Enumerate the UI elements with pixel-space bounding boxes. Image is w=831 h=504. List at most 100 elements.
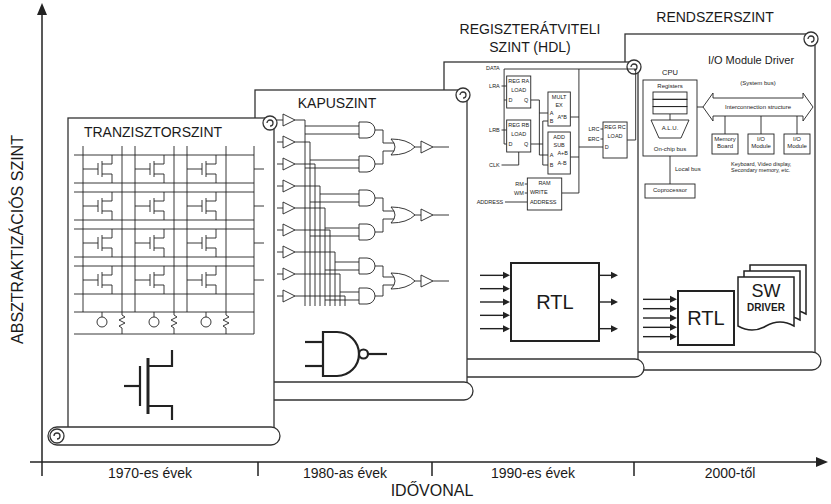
wire	[277, 164, 283, 165]
level-scroll: REGISZTERÁTVITELI SZINT (HDL)RTLDATAREG …	[444, 62, 638, 377]
wire	[277, 208, 283, 209]
label-slot: EX	[548, 102, 570, 108]
system-part-label: On-chip bus	[654, 146, 686, 152]
label-slot: RM	[505, 181, 524, 187]
signal-name: CLK	[489, 162, 500, 168]
era-label: 1980-as évek	[303, 465, 387, 481]
signal-name: A	[550, 152, 554, 158]
and-gate	[359, 122, 375, 138]
wire	[315, 164, 316, 306]
system-part-label: Local bus	[675, 166, 701, 172]
wire	[330, 230, 331, 306]
wire	[480, 288, 505, 289]
wire	[74, 312, 254, 313]
wire	[102, 229, 112, 238]
wire	[305, 341, 323, 343]
wire	[670, 114, 671, 120]
wire	[202, 237, 203, 249]
wire	[305, 134, 359, 135]
rect-part	[424, 359, 644, 377]
arrowhead	[670, 333, 677, 340]
wire	[797, 116, 798, 134]
label-slot: Interconnection structure	[713, 104, 803, 111]
arrowhead	[503, 285, 510, 292]
wire	[83, 280, 98, 281]
wire	[277, 142, 283, 143]
wire	[187, 146, 188, 312]
level-title: KAPUSZINT	[298, 95, 377, 111]
wire	[295, 252, 335, 253]
wire	[150, 274, 151, 286]
rect-part	[48, 427, 280, 445]
wire	[310, 160, 359, 161]
signal-name: MULT	[552, 94, 567, 100]
wire	[187, 280, 202, 281]
and-gate	[359, 288, 375, 304]
wire	[154, 229, 164, 238]
wire	[310, 202, 359, 203]
system-bus-arrow	[703, 93, 813, 121]
level-title-slot: RENDSZERSZINT	[645, 8, 785, 26]
label-slot: LRA	[481, 83, 500, 89]
wire	[375, 151, 395, 164]
wire	[277, 230, 283, 231]
transistor-array	[74, 146, 264, 334]
arrowhead	[503, 325, 510, 332]
label-slot: LRC	[581, 126, 600, 132]
signal-name: A+B	[557, 150, 568, 156]
label-slot: A-B	[557, 160, 570, 166]
label-slot: I/O Module Driver	[699, 54, 803, 67]
wire	[320, 194, 359, 195]
ram-box	[527, 178, 561, 210]
wire	[223, 312, 229, 334]
label-slot: ABSZTRAKTIZÁCIÓS SZINT	[9, 90, 28, 390]
module-box	[712, 134, 738, 154]
wire	[531, 100, 548, 113]
level-title-slot: KAPUSZINT	[277, 94, 397, 112]
era-tick	[633, 462, 635, 476]
wire	[375, 130, 395, 143]
level-title-slot: TRANZISZTORSZINT	[68, 123, 238, 141]
label-slot: Q	[524, 97, 530, 103]
label-slot: ADDRESS	[474, 199, 503, 205]
system-part-label: Interconnection structure	[725, 104, 791, 110]
wire	[310, 236, 359, 237]
wire	[206, 211, 216, 220]
wire	[345, 296, 346, 306]
nand-symbol	[305, 332, 387, 376]
wire	[102, 192, 112, 201]
wire	[670, 156, 671, 184]
buffer-gate	[283, 158, 295, 170]
circle-part	[263, 116, 277, 130]
wire	[187, 206, 202, 207]
wire	[254, 206, 264, 207]
level-title-slot: REGISZTERÁTVITELI SZINT (HDL)	[440, 20, 620, 56]
path-part	[267, 120, 273, 126]
buffer-gate	[421, 209, 433, 221]
label-slot: Q	[524, 141, 530, 147]
wire	[154, 235, 155, 251]
label-slot: RAM	[527, 180, 561, 186]
wire	[505, 202, 527, 203]
scroll-art	[277, 114, 449, 376]
signal-name: D	[605, 144, 609, 150]
wire	[98, 200, 99, 212]
wire	[150, 237, 151, 249]
wire	[415, 147, 421, 148]
wire	[627, 69, 636, 140]
wire	[119, 312, 125, 334]
circle-part	[50, 429, 64, 443]
level-title: REGISZTERÁTVITELI SZINT (HDL)	[460, 21, 601, 55]
wire	[202, 200, 203, 212]
label-slot: 1970-es évek	[90, 465, 210, 482]
wire	[375, 285, 395, 296]
era-label: 1990-es évek	[491, 465, 575, 481]
wire	[206, 161, 207, 177]
path-part	[808, 36, 814, 42]
wire	[187, 169, 202, 170]
block-label: SW	[752, 281, 781, 301]
nand-body	[323, 332, 359, 376]
signal-name: WM	[514, 190, 524, 196]
wire	[206, 192, 216, 201]
signal-name: DATA	[486, 65, 500, 71]
